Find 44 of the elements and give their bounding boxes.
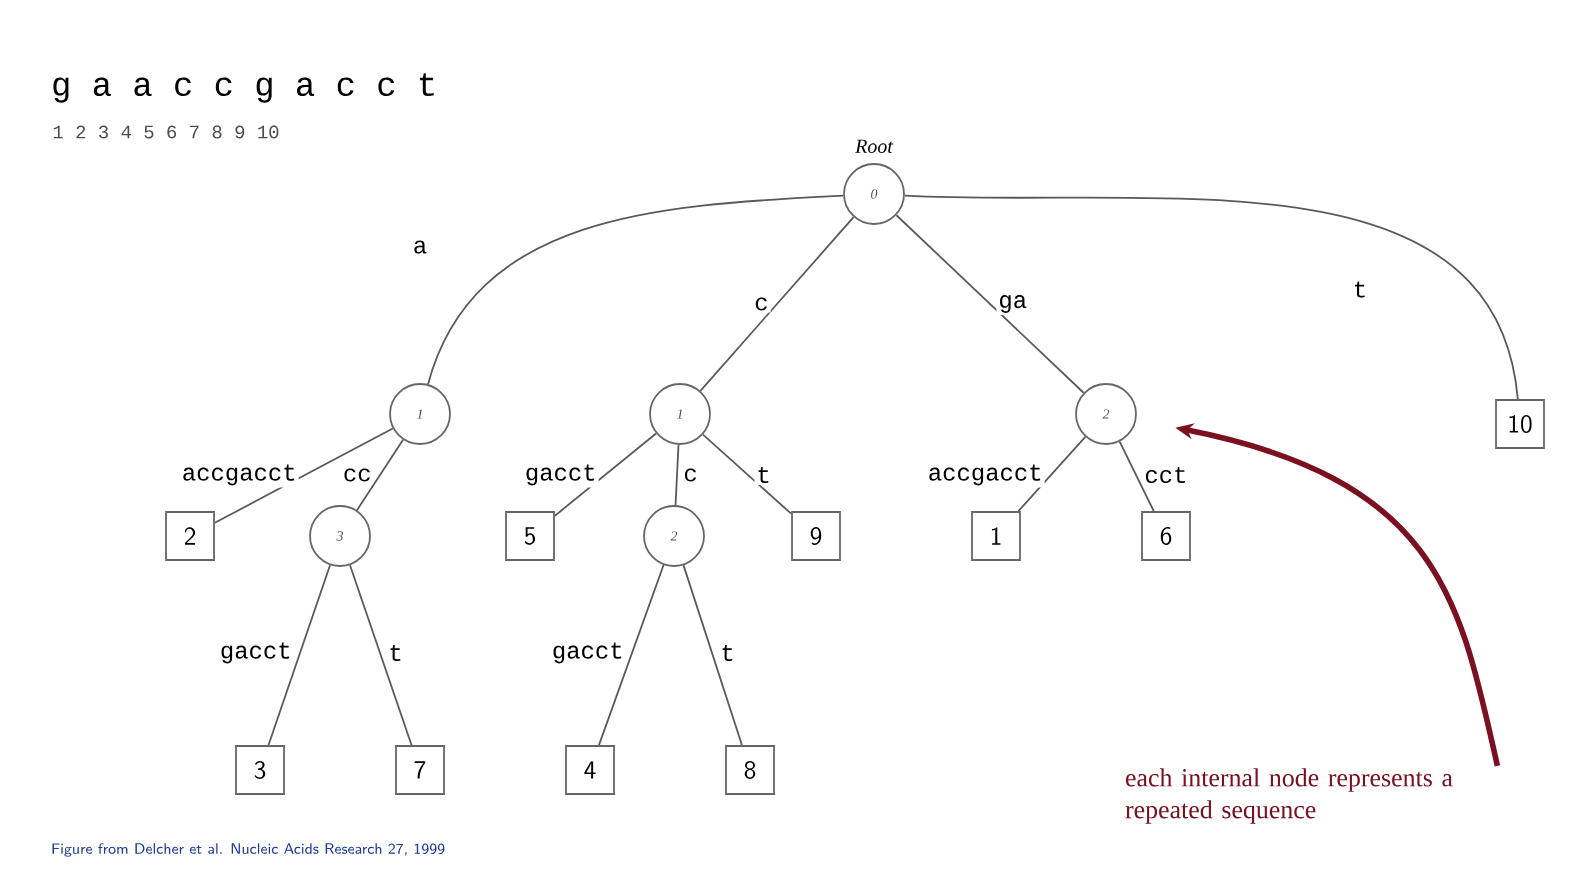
- tree-edge: [267, 564, 331, 746]
- leaf-box: 4: [565, 745, 615, 795]
- edge-label: gacct: [217, 640, 294, 666]
- tree-edge: [349, 564, 413, 746]
- edge-label: c: [752, 295, 771, 313]
- edge-label: gacct: [522, 462, 599, 488]
- tree-edge: [356, 438, 404, 512]
- sequence-text: g a a c c g a c c t: [53, 73, 434, 103]
- leaf-box: 8: [725, 745, 775, 795]
- tree-edge: [214, 427, 394, 524]
- edge-label: cct: [1142, 464, 1190, 486]
- tree-edge: [1017, 436, 1087, 512]
- edge-label: cc: [340, 466, 374, 484]
- edge-label: ga: [996, 293, 1030, 315]
- tree-edge: [895, 214, 1085, 394]
- annotation-text: each internal node represents a repeated sequence: [1125, 768, 1453, 824]
- edge-label: t: [754, 464, 773, 486]
- tree-edge: [598, 564, 665, 746]
- edge-label: accgacct: [925, 462, 1045, 488]
- edge-label: c: [681, 466, 700, 484]
- tree-edge: [554, 432, 657, 517]
- leaf-box: 9: [791, 511, 841, 561]
- leaf-box: 2: [165, 511, 215, 561]
- tree-edge: [674, 443, 680, 507]
- tree-edge: [699, 216, 855, 392]
- leaf-box: 10: [1495, 399, 1545, 449]
- leaf-box: 1: [971, 511, 1021, 561]
- leaf-box: 5: [505, 511, 555, 561]
- position-numbers: 1 2 3 4 5 6 7 8 9 10: [53, 125, 279, 139]
- leaf-box: 6: [1141, 511, 1191, 561]
- edge-label: t: [386, 642, 405, 664]
- edge-label: accgacct: [179, 462, 299, 488]
- edge-label: t: [1350, 279, 1370, 300]
- edge-label: a: [410, 238, 430, 256]
- leaf-box: 7: [395, 745, 445, 795]
- root-label: Root: [855, 139, 894, 153]
- tree-edge: [702, 433, 792, 515]
- tree-edge: [903, 194, 1519, 400]
- edge-label: gacct: [549, 640, 626, 666]
- tree-edge: [1118, 440, 1155, 512]
- tree-edge: [682, 564, 743, 746]
- leaf-box: 3: [235, 745, 285, 795]
- tree-edge: [427, 194, 845, 386]
- edge-label: t: [718, 642, 737, 664]
